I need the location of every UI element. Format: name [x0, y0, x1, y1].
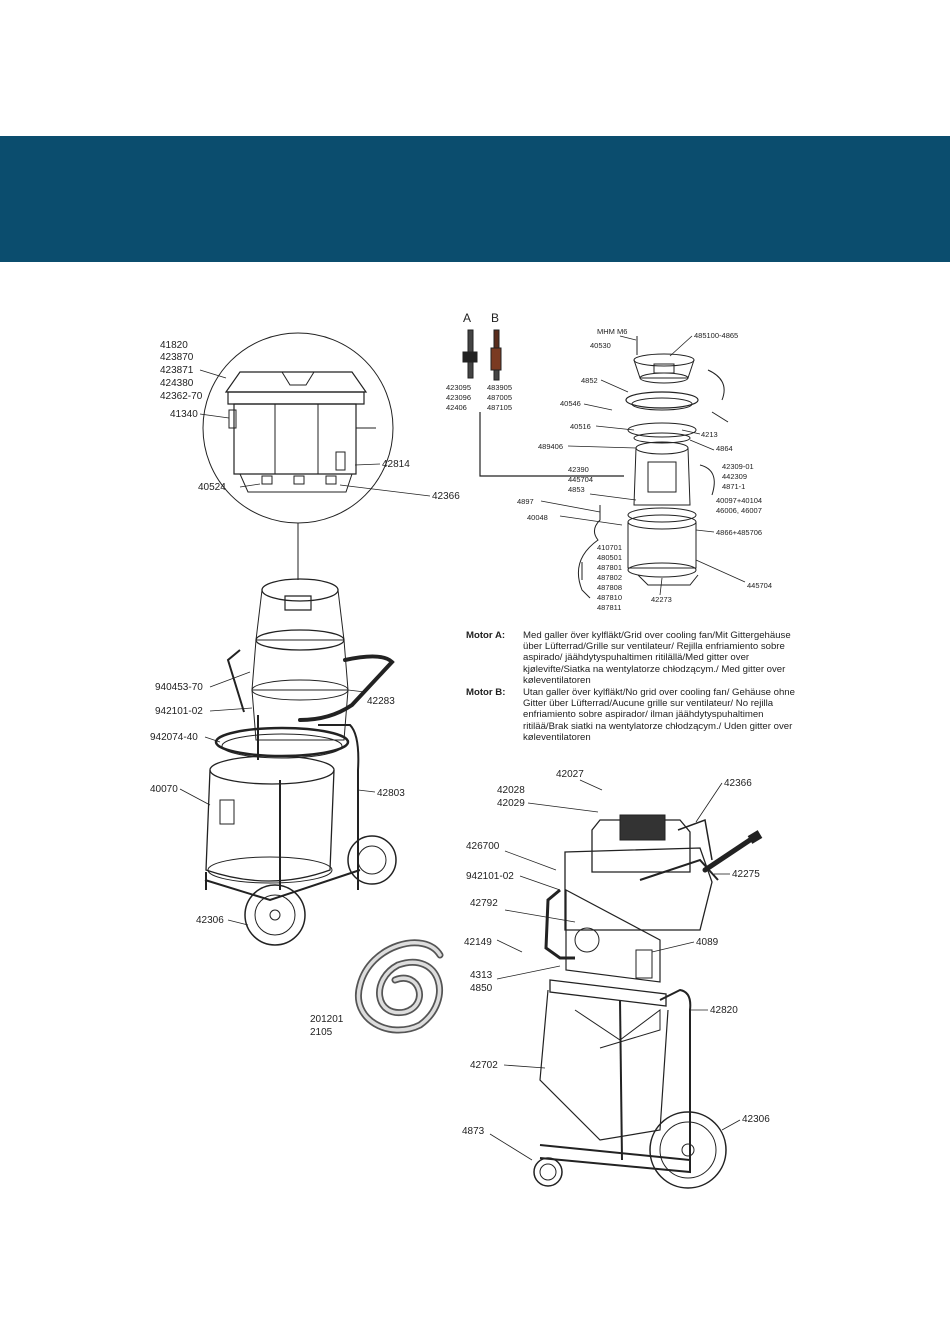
motor-variant-parts — [463, 330, 624, 476]
motor-exploded-view — [578, 336, 728, 598]
label-201201: 201201 — [310, 1014, 344, 1025]
label-942074-40: 942074-40 — [150, 732, 198, 743]
label-942101-02-left: 942101-02 — [155, 706, 203, 717]
motor-a-label: Motor A: — [466, 630, 506, 641]
label-42027: 42027 — [556, 769, 584, 780]
label-4897: 4897 — [517, 497, 534, 506]
variant-b-letter: B — [491, 311, 499, 325]
label-42406: 42406 — [446, 403, 467, 412]
label-4313: 4313 — [470, 970, 493, 981]
label-487808: 487808 — [597, 583, 622, 592]
label-40524: 40524 — [198, 482, 226, 493]
label-40516: 40516 — [570, 422, 591, 431]
label-442309: 442309 — [722, 472, 747, 481]
label-480501: 480501 — [597, 553, 622, 562]
label-42283: 42283 — [367, 696, 395, 707]
label-445704-lower: 445704 — [747, 581, 772, 590]
label-42149: 42149 — [464, 937, 492, 948]
motor-b-label: Motor B: — [466, 687, 506, 699]
label-4850: 4850 — [470, 983, 493, 994]
label-487801: 487801 — [597, 563, 622, 572]
filter-housing-detail — [203, 333, 393, 523]
label-426700: 426700 — [466, 841, 500, 852]
label-42309-01: 42309-01 — [722, 462, 754, 471]
label-42306-left: 42306 — [196, 915, 224, 926]
label-483905: 483905 — [487, 383, 512, 392]
vacuum-right-assembly — [534, 815, 760, 1188]
label-942101-02-right: 942101-02 — [466, 871, 514, 882]
label-445704-upper: 445704 — [568, 475, 593, 484]
label-487105: 487105 — [487, 403, 512, 412]
variant-a-letter: A — [463, 311, 471, 325]
label-2105: 2105 — [310, 1027, 333, 1038]
label-40097-40104: 40097+40104 — [716, 496, 762, 505]
label-40530: 40530 — [590, 341, 611, 350]
label-487810: 487810 — [597, 593, 622, 602]
label-42702: 42702 — [470, 1060, 498, 1071]
label-42366-right: 42366 — [724, 778, 752, 789]
label-42273: 42273 — [651, 595, 672, 604]
label-42029: 42029 — [497, 798, 525, 809]
label-42366-top: 42366 — [432, 491, 460, 502]
label-42820: 42820 — [710, 1005, 738, 1016]
label-40546: 40546 — [560, 399, 581, 408]
label-42028: 42028 — [497, 785, 525, 796]
vacuum-left-assembly — [205, 579, 396, 945]
label-487005: 487005 — [487, 393, 512, 402]
label-46006-46007: 46006, 46007 — [716, 506, 762, 515]
label-42792: 42792 — [470, 898, 498, 909]
motor-a-text: Med galler över kylfläkt/Grid over cooli… — [523, 630, 791, 686]
label-42814: 42814 — [382, 459, 410, 470]
motor-a-note: Motor A: Med galler över kylfläkt/Grid o… — [466, 630, 796, 686]
motor-b-text: Utan galler över kylfläkt/No grid over c… — [523, 687, 795, 743]
label-485100-4865: 485100-4865 — [694, 331, 738, 340]
label-41820: 41820 — [160, 340, 188, 351]
label-42803: 42803 — [377, 788, 405, 799]
label-40048: 40048 — [527, 513, 548, 522]
label-42275: 42275 — [732, 869, 760, 880]
label-423871: 423871 — [160, 365, 194, 376]
label-940453-70: 940453-70 — [155, 682, 203, 693]
label-42362-70: 42362-70 — [160, 391, 203, 402]
label-4873: 4873 — [462, 1126, 485, 1137]
label-4871-1: 4871-1 — [722, 482, 745, 491]
label-423870: 423870 — [160, 352, 194, 363]
label-4866-485706: 4866+485706 — [716, 528, 762, 537]
label-4864: 4864 — [716, 444, 733, 453]
motor-notes: Motor A: Med galler över kylfläkt/Grid o… — [466, 630, 796, 744]
label-40070: 40070 — [150, 784, 178, 795]
label-489406: 489406 — [538, 442, 563, 451]
label-423096: 423096 — [446, 393, 471, 402]
label-423095: 423095 — [446, 383, 471, 392]
label-4852: 4852 — [581, 376, 598, 385]
label-487811: 487811 — [597, 603, 621, 612]
header-banner — [0, 136, 950, 262]
leader-lines — [180, 336, 745, 1160]
label-42390: 42390 — [568, 465, 589, 474]
label-4213: 4213 — [701, 430, 718, 439]
label-42306-right: 42306 — [742, 1114, 770, 1125]
part-labels: 41820 423870 423871 424380 42362-70 4134… — [150, 311, 772, 1137]
label-4853: 4853 — [568, 485, 585, 494]
motor-b-note: Motor B: Utan galler över kylfläkt/No gr… — [466, 687, 796, 743]
label-mhm-m6: MHM M6 — [597, 327, 627, 336]
label-41340: 41340 — [170, 409, 198, 420]
label-424380: 424380 — [160, 378, 194, 389]
label-410701: 410701 — [597, 543, 622, 552]
label-4089: 4089 — [696, 937, 719, 948]
label-487802: 487802 — [597, 573, 622, 582]
